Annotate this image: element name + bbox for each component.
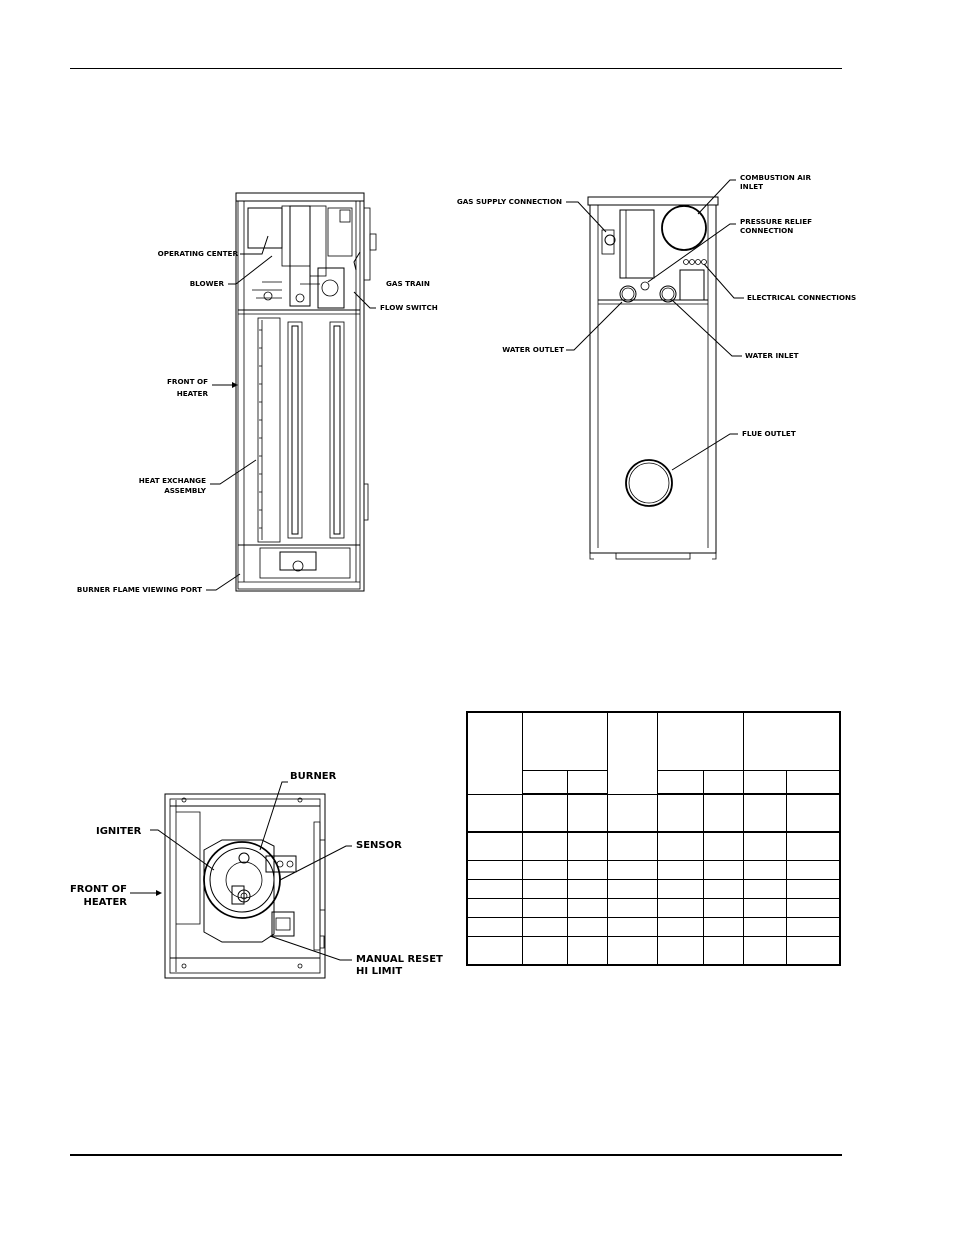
burner-view-leaders — [130, 781, 352, 961]
label-manual-reset-2: HI LIMIT — [356, 966, 402, 977]
label-igniter: IGNITER — [96, 826, 142, 837]
label-blower: BLOWER — [190, 279, 225, 288]
label-front-of-heater-1: FRONT OF — [167, 377, 208, 386]
side-view-leaders — [206, 235, 376, 591]
header-cell — [466, 711, 524, 795]
table-row — [466, 898, 841, 918]
label-flow-switch: FLOW SWITCH — [380, 303, 438, 312]
table-row — [466, 917, 841, 937]
label-pressure-relief-2: CONNECTION — [740, 226, 793, 235]
spec-table — [466, 711, 841, 966]
rear-view-cabinet — [587, 196, 719, 560]
label-gas-supply: GAS SUPPLY CONNECTION — [457, 197, 562, 206]
subheader-cell — [742, 769, 787, 795]
label-front-1: FRONT OF — [70, 884, 127, 895]
header-cell — [606, 711, 659, 795]
bottom-rule — [70, 1154, 842, 1156]
label-operating-center: OPERATING CENTER — [158, 249, 239, 258]
table-row — [466, 831, 841, 861]
label-water-outlet: WATER OUTLET — [502, 345, 564, 354]
subheader-cell — [657, 769, 705, 795]
side-view-cabinet — [235, 192, 377, 592]
label-manual-reset-1: MANUAL RESET — [356, 954, 443, 965]
table-subheader-row — [467, 769, 841, 795]
header-cell — [522, 711, 608, 771]
label-flue-outlet: FLUE OUTLET — [742, 429, 796, 438]
table-row — [466, 879, 841, 899]
label-sensor: SENSOR — [356, 840, 402, 851]
subheader-cell — [785, 769, 841, 795]
subheader-cell — [522, 769, 568, 795]
header-cell — [657, 711, 744, 771]
table-row — [466, 793, 841, 833]
label-combustion-air-1: COMBUSTION AIR — [740, 173, 811, 182]
table-row — [466, 936, 841, 966]
label-water-inlet: WATER INLET — [745, 351, 799, 360]
label-gas-train: GAS TRAIN — [386, 279, 430, 288]
subheader-cell — [703, 769, 744, 795]
rear-view-leaders — [566, 179, 744, 471]
label-electrical: ELECTRICAL CONNECTIONS — [747, 293, 856, 302]
subheader-cell — [566, 769, 608, 795]
label-burner-port: BURNER FLAME VIEWING PORT — [77, 585, 202, 594]
label-heat-exchange-1: HEAT EXCHANGE — [139, 476, 206, 485]
label-burner: BURNER — [290, 771, 337, 782]
label-combustion-air-2: INLET — [740, 182, 763, 191]
top-rule — [70, 68, 842, 69]
header-cell — [742, 711, 841, 771]
label-front-2: HEATER — [83, 897, 127, 908]
label-pressure-relief-1: PRESSURE RELIEF — [740, 217, 812, 226]
label-front-of-heater-2: HEATER — [177, 389, 209, 398]
table-row — [466, 860, 841, 880]
table-header-row — [466, 711, 841, 795]
burner-view-cabinet — [164, 793, 326, 979]
label-heat-exchange-2: ASSEMBLY — [164, 486, 207, 495]
